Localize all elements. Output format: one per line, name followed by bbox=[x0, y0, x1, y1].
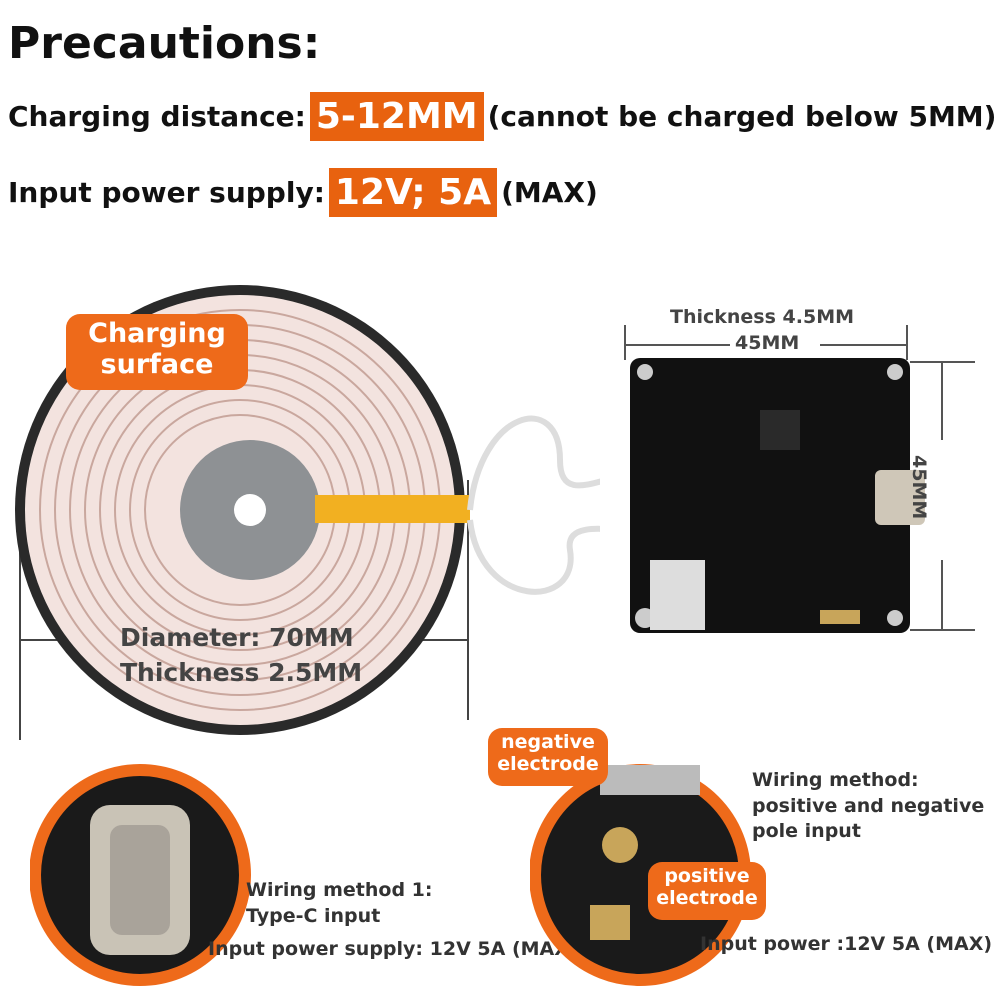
board-height: 45MM bbox=[908, 455, 930, 520]
pole-text: Wiring method: positive and negative pol… bbox=[752, 768, 984, 845]
typec-text: Wiring method 1: Type-C input bbox=[246, 878, 432, 929]
badge-line: electrode bbox=[497, 752, 599, 775]
coil-image bbox=[15, 285, 600, 740]
pole-power: Input power :12V 5A (MAX) bbox=[700, 933, 993, 955]
badge-line: electrode bbox=[656, 886, 758, 909]
badge-line: Charging bbox=[88, 318, 226, 349]
badge-line: positive bbox=[664, 865, 750, 887]
input-power: Input power supply: 12V; 5A (MAX) bbox=[8, 168, 598, 217]
badge-line: negative bbox=[501, 731, 595, 753]
power-label: Input power supply: bbox=[8, 176, 325, 209]
distance-note: (cannot be charged below 5MM) bbox=[487, 100, 997, 133]
pole-line: pole input bbox=[752, 820, 861, 843]
typec-line: Wiring method 1: bbox=[246, 879, 433, 901]
charging-distance: Charging distance: 5-12MM (cannot be cha… bbox=[8, 92, 996, 141]
typec-line: Type-C input bbox=[246, 904, 381, 927]
badge-line: surface bbox=[100, 349, 214, 381]
board-width: 45MM bbox=[735, 332, 800, 354]
power-note: (MAX) bbox=[501, 176, 598, 209]
negative-electrode-badge: negative electrode bbox=[488, 728, 608, 786]
coil-diameter: Diameter: 70MM bbox=[120, 623, 354, 652]
board-thickness: Thickness 4.5MM bbox=[670, 306, 855, 328]
power-value: 12V; 5A bbox=[328, 168, 498, 217]
distance-label: Charging distance: bbox=[8, 100, 306, 133]
typec-power: Input power supply: 12V 5A (MAX) bbox=[208, 938, 578, 960]
page-title: Precautions: bbox=[8, 18, 321, 69]
pole-line: Wiring method: bbox=[752, 769, 919, 791]
pcb-image bbox=[624, 325, 975, 633]
kapton-tape bbox=[315, 495, 470, 523]
distance-value: 5-12MM bbox=[309, 92, 484, 141]
coil-thickness: Thickness 2.5MM bbox=[120, 658, 363, 687]
charging-surface-badge: Charging surface bbox=[66, 314, 248, 390]
type-c-port bbox=[875, 470, 925, 525]
typec-detail-image bbox=[30, 764, 251, 986]
pole-line: positive and negative bbox=[752, 794, 985, 817]
positive-electrode-badge: positive electrode bbox=[648, 862, 766, 920]
